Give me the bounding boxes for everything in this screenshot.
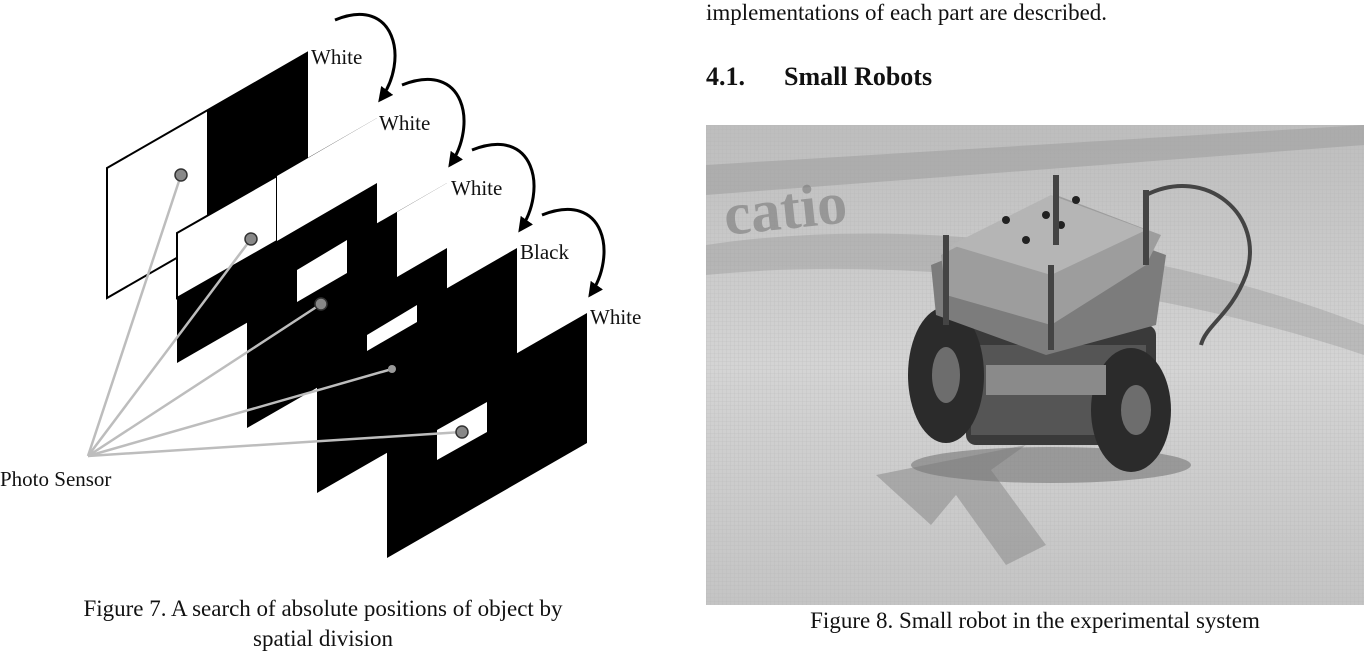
arrow-3 [471, 142, 536, 233]
figure-8-caption: Figure 8. Small robot in the experimenta… [810, 608, 1260, 633]
figure-7-caption: Figure 7. A search of absolute positions… [0, 594, 646, 654]
label-white-4: White [590, 305, 642, 329]
photo-sensor-dots [174, 168, 469, 439]
spatial-division-diagram [86, 12, 606, 558]
figure-7: White White White Black White Photo Sens… [0, 0, 680, 656]
small-robot [908, 175, 1191, 483]
plane-4 [317, 208, 587, 493]
section-number: 4.1. [706, 62, 745, 91]
transition-arrows [334, 12, 606, 298]
plane-3 [247, 183, 447, 428]
label-black: Black [520, 240, 569, 264]
arrow-1 [334, 12, 397, 103]
arrow-2 [401, 77, 466, 168]
label-white-2: White [379, 111, 431, 135]
robot-photo-illustration: catio [706, 125, 1364, 605]
figure-8-photo: catio [706, 125, 1364, 605]
label-white-3: White [451, 176, 503, 200]
label-photo-sensor: Photo Sensor [0, 467, 112, 491]
section-title: Small Robots [784, 62, 933, 91]
svg-text:catio: catio [720, 169, 850, 248]
intro-paragraph: implementations of each part are describ… [706, 0, 1108, 25]
plane-2 [176, 118, 377, 363]
sensor-rays [86, 174, 463, 458]
section-heading: 4.1. Small Robots [706, 62, 932, 92]
label-white-1: White [311, 45, 363, 69]
figure-7-caption-line-1: Figure 7. A search of absolute positions… [83, 596, 563, 621]
figure-7-caption-line-2: spatial division [253, 626, 393, 651]
arrow-4 [541, 207, 606, 298]
